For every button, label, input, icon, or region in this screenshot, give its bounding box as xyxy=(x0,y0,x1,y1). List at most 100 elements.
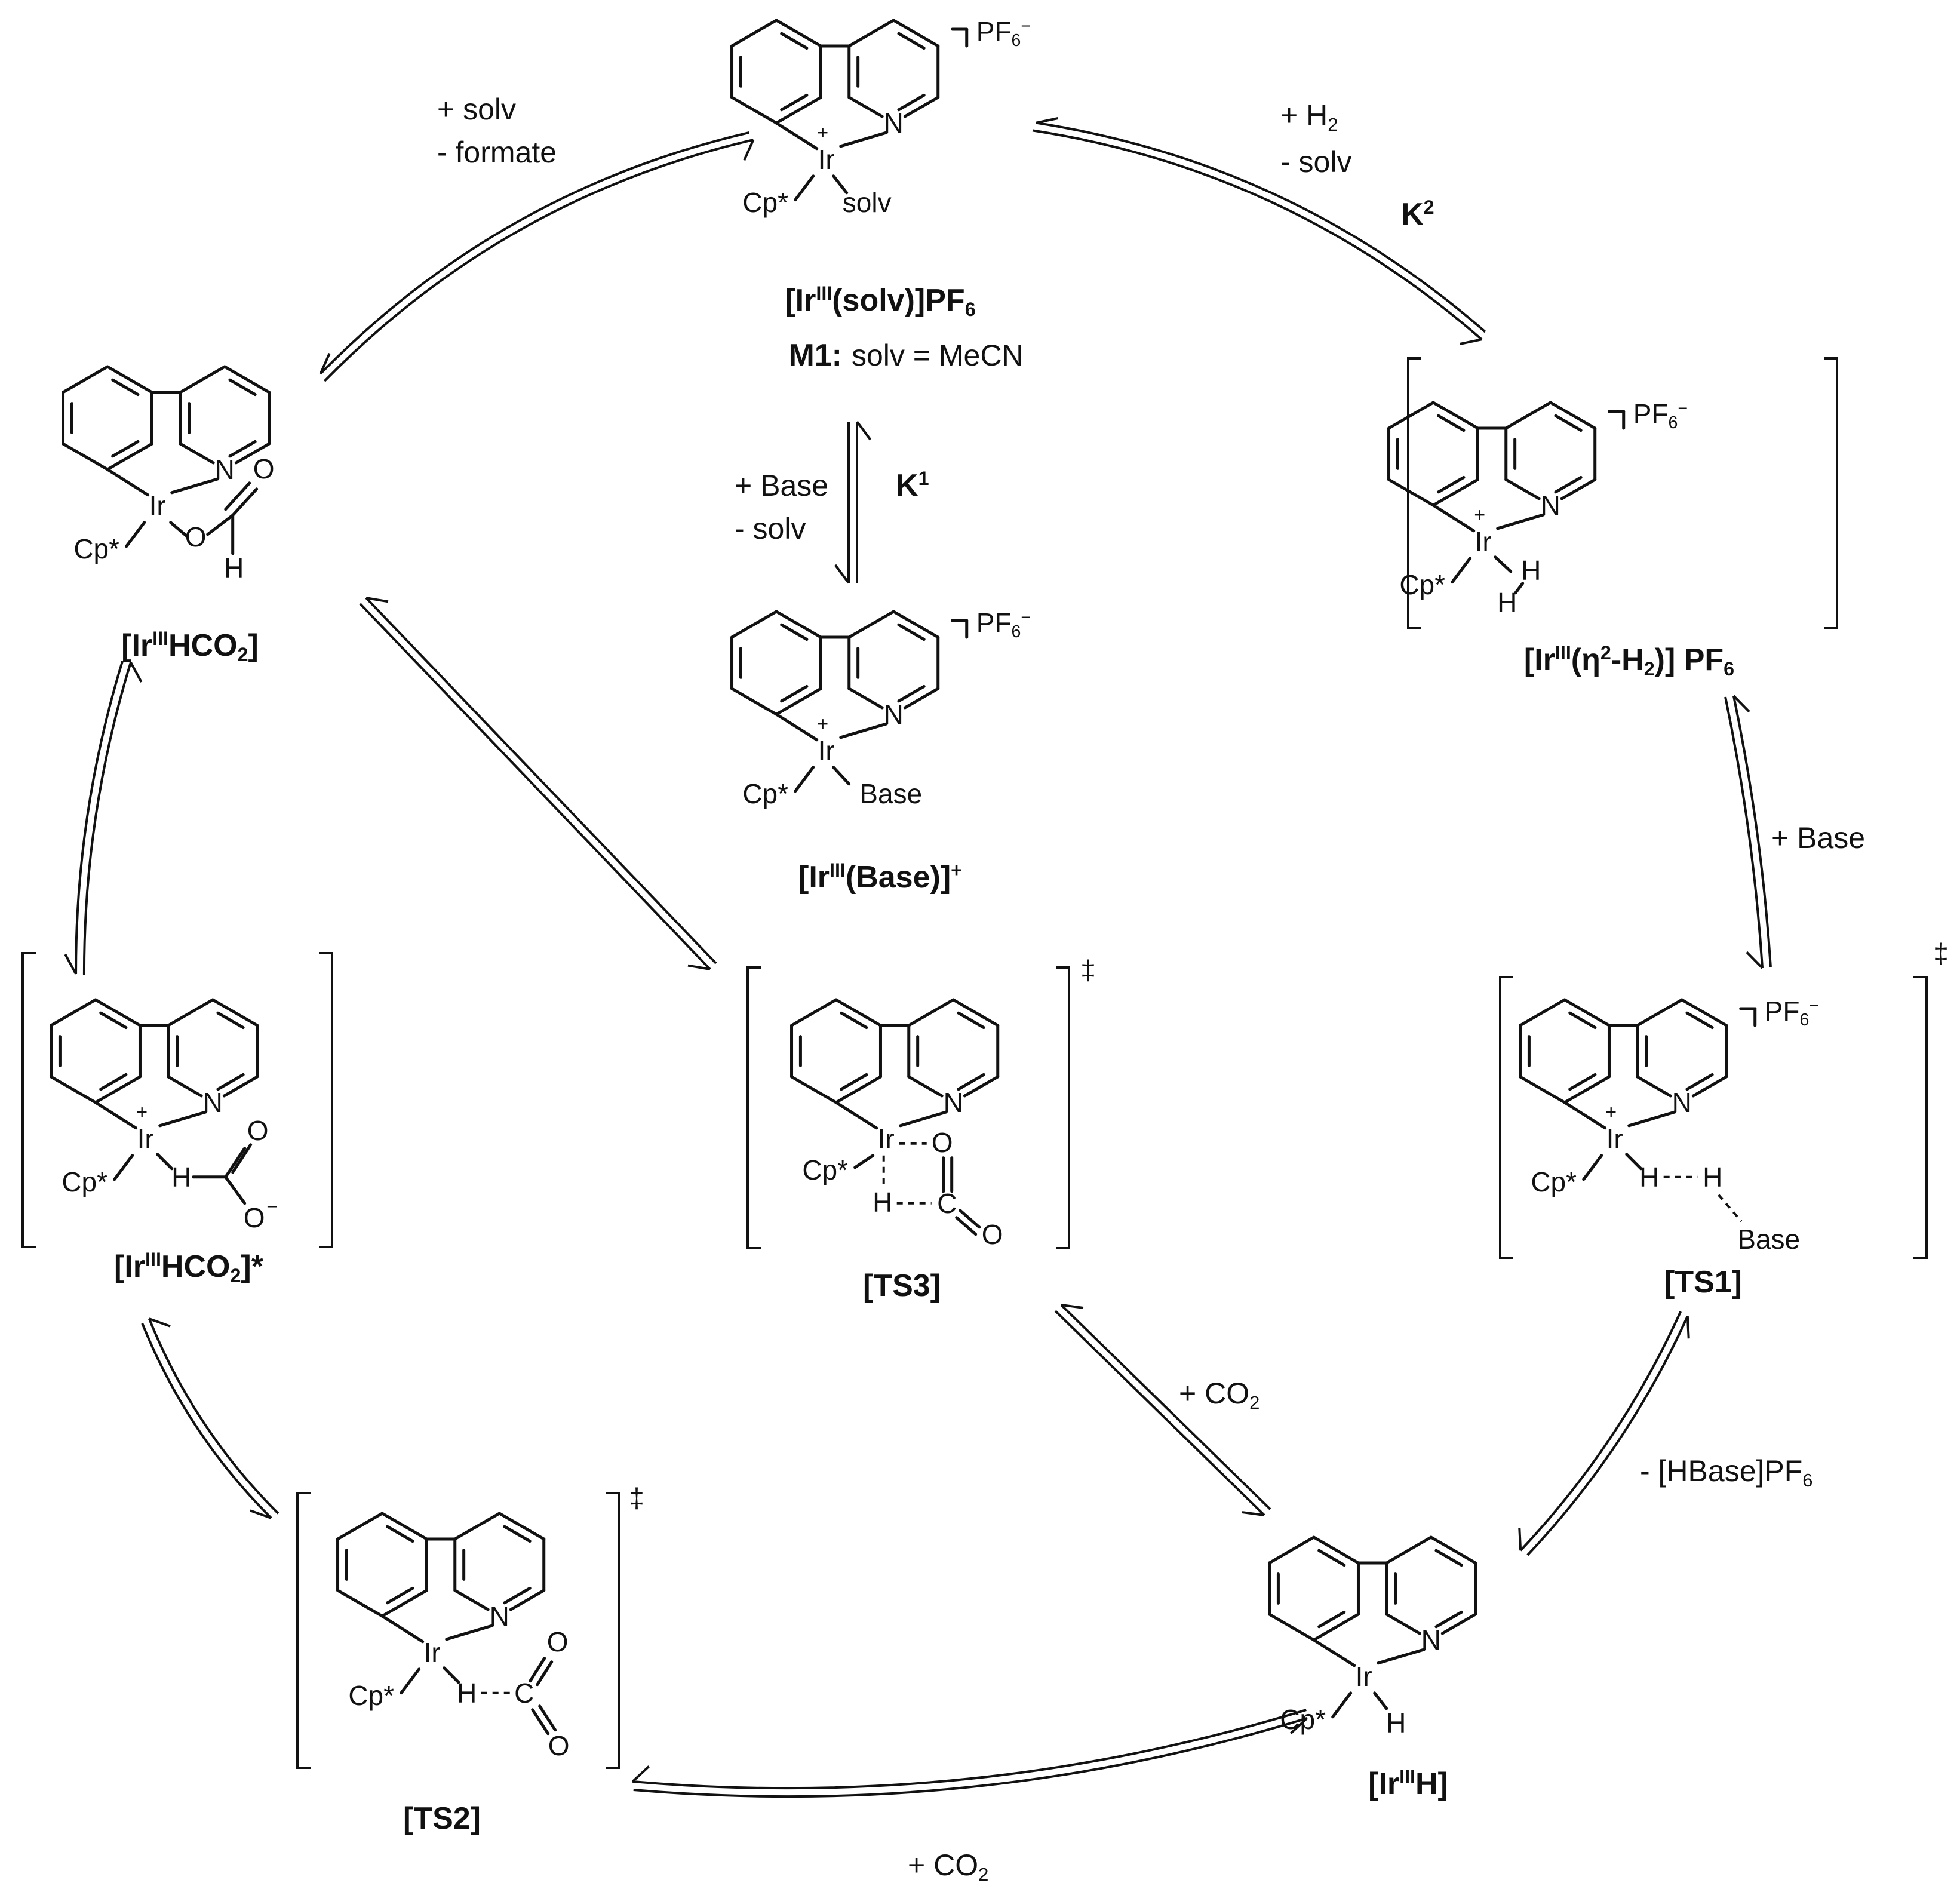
bond xyxy=(99,1073,128,1091)
bond xyxy=(1563,1075,1611,1104)
bond xyxy=(94,1075,142,1104)
bond xyxy=(834,1075,882,1104)
arrow-h2-to-ts1-tail-head xyxy=(1732,695,1750,713)
arrow-solv-to-formate-head xyxy=(743,139,755,161)
bond xyxy=(794,766,815,793)
bond xyxy=(1625,1153,1643,1171)
arrow-ts2-to-formate-star-head xyxy=(149,1317,171,1328)
bond xyxy=(1373,1691,1388,1710)
text-run: − xyxy=(1809,996,1819,1015)
bond xyxy=(775,121,819,150)
bond xyxy=(730,96,778,125)
label-plus-solv: + solv xyxy=(437,93,516,126)
bond xyxy=(1568,1073,1597,1091)
bond xyxy=(1440,1612,1477,1635)
arrow-h2-to-ts1-forward xyxy=(1724,696,1764,969)
caption-ts1: [TS1] xyxy=(1664,1265,1742,1300)
text-run: - [HBase]PF xyxy=(1640,1454,1802,1488)
cp-star-ligand: Cp* xyxy=(1399,569,1445,600)
pf6-counterion: PF6− xyxy=(976,16,1031,50)
bond xyxy=(1496,513,1545,530)
bond xyxy=(730,19,778,48)
bond xyxy=(106,365,153,394)
bond xyxy=(156,1153,174,1171)
text-run: 2 xyxy=(238,644,248,665)
bond xyxy=(1268,1535,1316,1565)
bond xyxy=(1582,1154,1603,1181)
arrow-ts2-to-formate-star xyxy=(141,1317,279,1519)
label-minus-hbase-pf6: - [HBase]PF6 xyxy=(1640,1454,1813,1491)
bond xyxy=(1554,414,1583,432)
h2-complex-bracket-left xyxy=(1407,357,1421,629)
ts1-h-base-partial xyxy=(1718,1194,1743,1223)
text-run: PF xyxy=(976,16,1012,47)
bond xyxy=(903,687,940,710)
label-plus-co2-bottom: + CO2 xyxy=(908,1848,988,1885)
bond xyxy=(1636,998,1683,1027)
arrow-hydride-to-ts2 xyxy=(631,1709,1308,1798)
ts3-bracket-right xyxy=(1056,966,1070,1249)
bond xyxy=(899,1110,948,1128)
bond xyxy=(223,365,271,394)
bond xyxy=(1519,1075,1566,1104)
arrow-hydride-to-ts2-tail-head xyxy=(1289,1717,1308,1734)
text-run: 2 xyxy=(978,1864,988,1885)
caption-ir-solv: [IrIII(solv)]PF6 xyxy=(785,282,975,320)
text-run: )] PF xyxy=(1655,643,1724,677)
bond xyxy=(1312,1612,1360,1642)
ts1-bracket-right xyxy=(1913,976,1928,1259)
bond xyxy=(62,365,109,394)
hydride-h: H xyxy=(171,1162,191,1193)
text-run: PF xyxy=(1765,996,1800,1027)
text-run: 2 xyxy=(230,1265,241,1286)
iridium-atom: Ir xyxy=(137,1123,154,1154)
caption-m1-definition: solv = MeCN xyxy=(852,339,1024,372)
arrow-h2-to-ts1-reverse xyxy=(1732,695,1772,968)
bond xyxy=(775,19,822,48)
text-run: K xyxy=(896,468,918,503)
label-plus-co2-middle: + CO2 xyxy=(1179,1377,1259,1413)
bond xyxy=(834,1101,878,1130)
formate-star-bracket-left xyxy=(21,952,36,1248)
caption-ir-base: [IrIII(Base)]+ xyxy=(798,859,962,895)
bond xyxy=(1451,557,1472,584)
carboxylate-oxygen-2: O xyxy=(244,1202,265,1233)
text-run: ]* xyxy=(241,1249,263,1284)
ts3-bracket-left xyxy=(746,966,761,1249)
bond xyxy=(1680,998,1728,1027)
bond xyxy=(847,96,884,118)
arrow-solv-to-base xyxy=(834,420,872,584)
text-run: 2 xyxy=(1424,196,1434,218)
ts1-bracket-left xyxy=(1499,976,1513,1259)
iridium-atom: Ir xyxy=(818,144,835,175)
bond xyxy=(780,93,809,112)
bond xyxy=(840,1073,868,1091)
bond xyxy=(99,1011,128,1030)
arrow-solv-to-h2 xyxy=(1032,117,1486,345)
formate-carbonyl-oxygen: O xyxy=(253,453,275,484)
bond xyxy=(832,174,849,195)
bond xyxy=(957,1073,985,1091)
bond xyxy=(847,687,884,710)
arrow-ts1-to-hydride-tail-head xyxy=(1686,1316,1690,1339)
bond xyxy=(231,487,259,517)
label-plus-h2: + H2 xyxy=(1280,99,1338,135)
arrow-ts3-to-formate-head xyxy=(365,597,389,603)
text-run: 6 xyxy=(1724,658,1734,680)
bond xyxy=(111,440,140,458)
bond xyxy=(179,365,226,394)
ts3-oxygen-2: O xyxy=(982,1219,1003,1250)
bond xyxy=(897,32,926,50)
text-run: K xyxy=(1401,197,1424,232)
bond xyxy=(1377,1648,1426,1665)
bond xyxy=(228,440,257,458)
ts3-oxygen-1: O xyxy=(932,1127,953,1158)
charge-plus: + xyxy=(1605,1101,1617,1123)
bond xyxy=(853,1154,875,1169)
bond xyxy=(1312,1638,1356,1667)
label-k2: K2 xyxy=(1401,196,1434,232)
bond xyxy=(892,610,940,639)
bond xyxy=(897,623,926,641)
bond xyxy=(1554,475,1583,494)
